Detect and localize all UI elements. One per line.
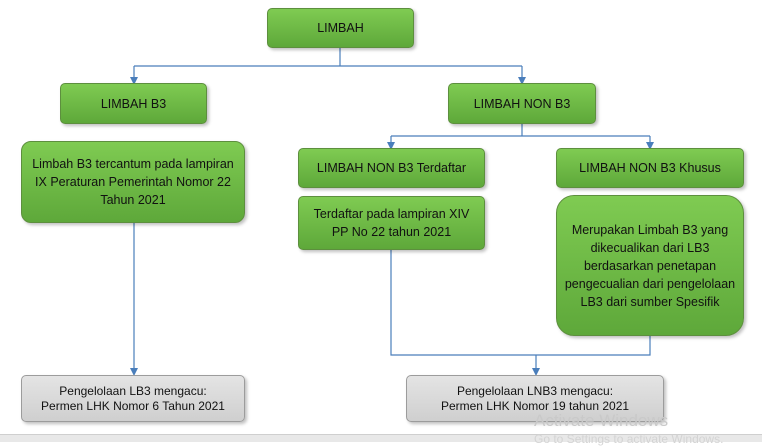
node-pengelolaan-lb3-line2: Permen LHK Nomor 6 Tahun 2021 — [41, 398, 225, 413]
node-limbah-non-b3: LIMBAH NON B3 — [448, 83, 596, 124]
node-limbah-label: LIMBAH — [317, 21, 364, 35]
node-b3-description-text: Limbah B3 tercantum pada lampiran IX Per… — [32, 157, 234, 207]
bottom-bar — [0, 434, 762, 442]
node-pengelolaan-lb3-line1: Pengelolaan LB3 mengacu: — [59, 383, 207, 398]
connector-root-bus — [134, 48, 522, 67]
node-pengelolaan-lnb3-line1: Pengelolaan LNB3 mengacu: — [456, 383, 614, 398]
node-pengelolaan-lb3: Pengelolaan LB3 mengacu: Permen LHK Nomo… — [21, 375, 245, 422]
node-pengelolaan-lnb3: Pengelolaan LNB3 mengacu: Permen LHK Nom… — [406, 375, 664, 422]
connector-non-b3-bus — [391, 124, 650, 137]
node-limbah-b3: LIMBAH B3 — [60, 83, 207, 124]
node-pengelolaan-lnb3-line2: Permen LHK Nomor 19 tahun 2021 — [440, 398, 630, 413]
node-terdaftar-description: Terdaftar pada lampiran XIV PP No 22 tah… — [298, 196, 485, 250]
node-non-b3-khusus-label: LIMBAH NON B3 Khusus — [579, 161, 721, 175]
node-b3-description: Limbah B3 tercantum pada lampiran IX Per… — [21, 141, 245, 223]
node-khusus-description-text: Merupakan Limbah B3 yang dikecualikan da… — [564, 222, 736, 309]
node-terdaftar-description-text: Terdaftar pada lampiran XIV PP No 22 tah… — [313, 207, 470, 239]
node-limbah: LIMBAH — [267, 8, 414, 48]
node-limbah-b3-label: LIMBAH B3 — [100, 96, 167, 111]
node-limbah-non-b3-label: LIMBAH NON B3 — [473, 96, 571, 111]
node-non-b3-terdaftar-label: LIMBAH NON B3 Terdaftar — [316, 161, 467, 175]
activation-watermark-title: Activate Windows — [534, 411, 669, 430]
connector-non-b3-merge — [390, 250, 651, 356]
node-non-b3-khusus: LIMBAH NON B3 Khusus — [556, 148, 744, 188]
node-khusus-description: Merupakan Limbah B3 yang dikecualikan da… — [556, 195, 744, 336]
activation-watermark-subtitle: Go to Settings to activate Windows. — [534, 432, 724, 446]
node-non-b3-terdaftar: LIMBAH NON B3 Terdaftar — [298, 148, 485, 188]
